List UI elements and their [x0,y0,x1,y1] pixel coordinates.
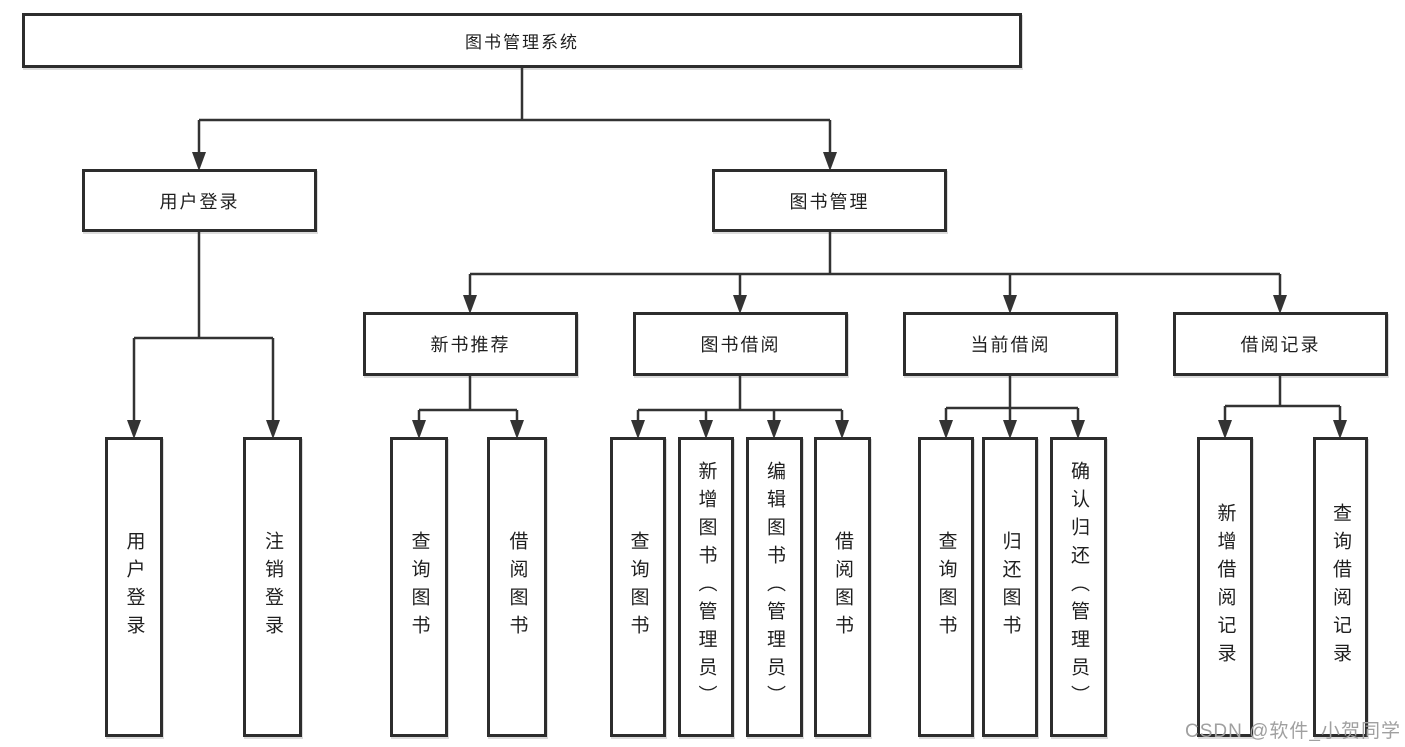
leaf-add-borrow-record: 新增借阅记录 [1197,437,1253,737]
node-borrow-records: 借阅记录 [1173,312,1388,376]
leaf-borrow-books-recommend: 借阅图书 [487,437,547,737]
leaf-user-login: 用户登录 [105,437,163,737]
leaf-logout-label: 注销登录 [262,531,283,643]
node-current-borrow-label: 当前借阅 [970,335,1051,355]
node-book-borrow: 图书借阅 [633,312,848,376]
leaf-edit-books-admin-label: 编辑图书（管理员） [764,461,785,713]
node-root-label: 图书管理系统 [465,33,579,52]
leaf-logout: 注销登录 [243,437,302,737]
leaf-return-books-label: 归还图书 [999,531,1021,643]
node-user-login-label: 用户登录 [159,191,240,212]
leaf-user-login-label: 用户登录 [123,531,145,643]
node-borrow-records-label: 借阅记录 [1240,335,1321,355]
leaf-confirm-return-admin-label: 确认归还（管理员） [1068,461,1089,713]
leaf-query-books-borrow-label: 查询图书 [627,531,649,643]
leaf-borrow-books-recommend-label: 借阅图书 [506,531,528,643]
node-book-borrow-label: 图书借阅 [700,335,781,355]
leaf-query-books-recommend: 查询图书 [390,437,448,737]
leaf-borrow-books-label: 借阅图书 [832,531,853,643]
leaf-confirm-return-admin: 确认归还（管理员） [1050,437,1107,737]
watermark-text: CSDN @软件_小贺同学 [1185,721,1401,742]
leaf-edit-books-admin: 编辑图书（管理员） [746,437,803,737]
leaf-query-borrow-record-label: 查询借阅记录 [1330,503,1351,671]
leaf-borrow-books: 借阅图书 [814,437,871,737]
leaf-query-books-recommend-label: 查询图书 [408,531,430,643]
node-new-book-recommend-label: 新书推荐 [430,335,511,355]
leaf-return-books: 归还图书 [982,437,1038,737]
node-root: 图书管理系统 [22,13,1022,68]
node-new-book-recommend: 新书推荐 [363,312,578,376]
leaf-query-books-borrow: 查询图书 [610,437,666,737]
leaf-query-books-current-label: 查询图书 [935,531,957,643]
node-book-management-label: 图书管理 [789,191,870,212]
leaf-query-books-current: 查询图书 [918,437,974,737]
node-book-management: 图书管理 [712,169,947,232]
leaf-add-borrow-record-label: 新增借阅记录 [1214,503,1236,671]
leaf-query-borrow-record: 查询借阅记录 [1313,437,1368,737]
node-user-login: 用户登录 [82,169,317,232]
node-current-borrow: 当前借阅 [903,312,1118,376]
leaf-add-books-admin: 新增图书（管理员） [678,437,734,737]
leaf-add-books-admin-label: 新增图书（管理员） [695,461,717,713]
